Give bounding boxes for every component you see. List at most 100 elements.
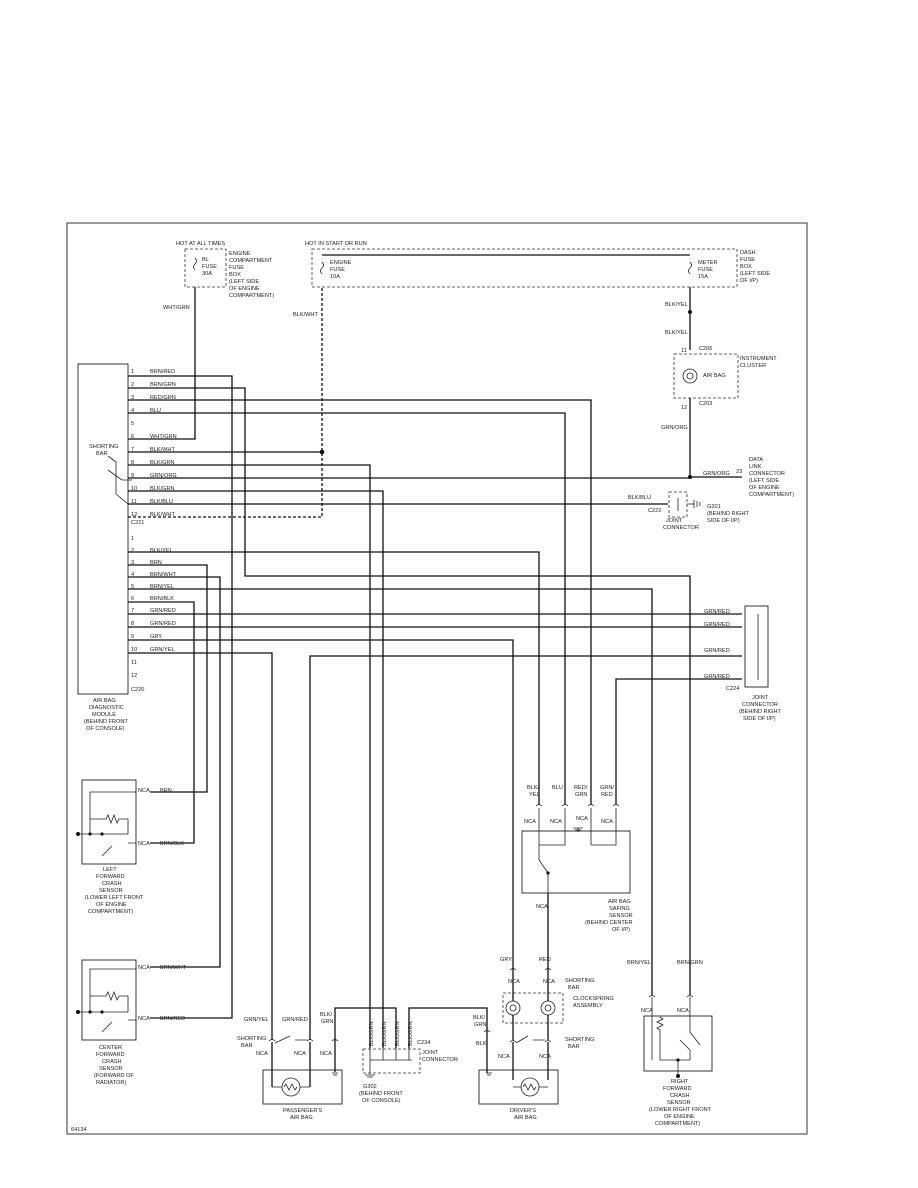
connector-label: C206 <box>699 346 712 352</box>
wire-label: BLK/ <box>320 1012 333 1018</box>
svg-text:GRY: GRY <box>150 634 162 640</box>
joint-connector-c222 <box>668 491 688 518</box>
safing-sensor-label: AIR BAG SAFING SENSOR (BEHIND CENTER OF … <box>585 899 633 933</box>
svg-text:GRN/RED: GRN/RED <box>150 608 176 614</box>
svg-text:BOX: BOX <box>740 264 752 270</box>
wire-label: BLK/BLU <box>628 495 651 501</box>
wire-label: BLK <box>476 1041 487 1047</box>
svg-text:7: 7 <box>131 608 134 614</box>
svg-text:COMPARTMENT): COMPARTMENT) <box>229 293 274 299</box>
splice-dot <box>88 832 92 836</box>
svg-text:SENSOR: SENSOR <box>609 913 633 919</box>
driver-air-bag <box>478 1069 559 1105</box>
svg-text:5: 5 <box>131 421 134 427</box>
svg-text:(LEFT SIDE: (LEFT SIDE <box>749 478 779 484</box>
wire-label: WHT/GRN <box>163 305 190 311</box>
svg-text:(BEHIND FRONT: (BEHIND FRONT <box>84 719 128 725</box>
svg-text:GRN/YEL: GRN/YEL <box>150 647 175 653</box>
svg-text:CRASH: CRASH <box>670 1093 690 1099</box>
connector-label: C221 <box>131 520 144 526</box>
left-sensor-label: LEFT FORWARD CRASH SENSOR (LOWER LEFT FR… <box>85 867 144 915</box>
svg-text:BLK/GRN: BLK/GRN <box>408 1021 414 1046</box>
safing-connector-marks <box>535 804 620 807</box>
svg-text:OF I/P): OF I/P) <box>612 927 630 933</box>
shorting-bar-label: SHORTING <box>565 978 594 984</box>
splice-dot <box>546 871 550 875</box>
svg-text:BLU: BLU <box>150 408 161 414</box>
svg-text:FUSE: FUSE <box>740 257 755 263</box>
svg-text:(LEFT SIDE: (LEFT SIDE <box>229 279 259 285</box>
wire-label: BRN/YEL <box>627 960 651 966</box>
diagram-frame <box>66 222 808 1135</box>
svg-text:DATA: DATA <box>749 457 763 463</box>
shorting-bar-icon <box>515 1035 545 1044</box>
svg-text:LEFT: LEFT <box>103 867 117 873</box>
svg-text:DASH: DASH <box>740 250 756 256</box>
airbag-inflator-icon <box>520 1077 540 1097</box>
svg-text:COMPARTMENT): COMPARTMENT) <box>655 1121 700 1127</box>
svg-text:4: 4 <box>131 408 134 414</box>
svg-text:12: 12 <box>131 673 137 679</box>
svg-text:SENSOR: SENSOR <box>99 888 123 894</box>
fuse-30a-label: FUSE <box>202 264 217 270</box>
pin-label: 12 <box>681 405 687 411</box>
airbag-inflator-icon <box>281 1077 301 1097</box>
connector-label: C220 <box>131 687 144 693</box>
wire-label: BLK/WHT <box>293 312 318 318</box>
svg-text:OF ENGINE: OF ENGINE <box>96 902 127 908</box>
svg-text:BLU: BLU <box>552 785 563 791</box>
ground-label: G302 <box>363 1084 377 1090</box>
driver-airbag-label: DRIVER'S <box>510 1108 536 1114</box>
safing-sensor-internal <box>538 808 617 905</box>
meter-fuse-label: METER <box>698 260 718 266</box>
module-label: AIR BAG DIAGNOSTIC MODULE (BEHIND FRONT … <box>84 698 128 732</box>
splice-dot <box>100 1010 104 1014</box>
svg-text:2: 2 <box>131 548 134 554</box>
wire-label: RED <box>539 957 551 963</box>
connector-label: C224 <box>726 686 739 692</box>
svg-text:BLK/: BLK/ <box>527 785 540 791</box>
wire-label: GRN/RED <box>282 1017 308 1023</box>
svg-text:6: 6 <box>131 596 134 602</box>
wire-label: BRN/BLK <box>160 841 184 847</box>
wire-label: BRN/RED <box>160 1016 185 1022</box>
left-forward-crash-sensor <box>81 779 137 865</box>
nca-label: NCA <box>677 1008 689 1014</box>
air-bag-safing-sensor <box>521 830 631 894</box>
svg-text:GRN/RED: GRN/RED <box>704 674 730 680</box>
center-sensor-label: CENTER FORWARD CRASH SENSOR (FORWARD OF … <box>94 1045 134 1086</box>
passenger-airbag-wires <box>271 1024 336 1087</box>
svg-text:LINK: LINK <box>749 464 762 470</box>
shorting-bar-icon <box>274 1035 307 1044</box>
svg-text:RED/GRN: RED/GRN <box>150 395 176 401</box>
svg-text:BLK/GRN: BLK/GRN <box>150 486 175 492</box>
svg-text:3: 3 <box>131 395 134 401</box>
fuse-30a-label: 30A <box>202 271 212 277</box>
svg-text:12: 12 <box>131 512 137 518</box>
svg-text:(LOWER RIGHT FRONT: (LOWER RIGHT FRONT <box>649 1107 712 1113</box>
wire-label: BLK/YEL <box>665 302 688 308</box>
svg-text:BRN/YEL: BRN/YEL <box>150 584 174 590</box>
nca-label: NCA <box>138 788 150 794</box>
svg-text:COMPARTMENT): COMPARTMENT) <box>749 492 794 498</box>
clockspring-wires <box>512 968 549 1040</box>
svg-text:ENGINE: ENGINE <box>229 251 251 257</box>
nca-label: NCA <box>601 819 613 825</box>
svg-text:BOX: BOX <box>229 272 241 278</box>
fuse-30a-icon <box>193 257 197 271</box>
ground-icon <box>573 827 583 831</box>
svg-text:BRN/RED: BRN/RED <box>150 369 175 375</box>
connector-marks <box>509 968 552 971</box>
ground-icon <box>693 500 701 508</box>
svg-text:CONNECTOR: CONNECTOR <box>749 471 785 477</box>
meter-fuse-label: FUSE <box>698 267 713 273</box>
airbag-inflator-icon <box>283 1083 298 1091</box>
svg-text:OF I/P): OF I/P) <box>740 278 758 284</box>
svg-text:SENSOR: SENSOR <box>99 1066 123 1072</box>
svg-text:CRASH: CRASH <box>102 1059 122 1065</box>
engine-fuse-icon <box>320 261 324 275</box>
splice-dot <box>100 832 104 836</box>
ground-icon <box>332 1072 338 1076</box>
figure-id: 64134 <box>71 1127 87 1133</box>
